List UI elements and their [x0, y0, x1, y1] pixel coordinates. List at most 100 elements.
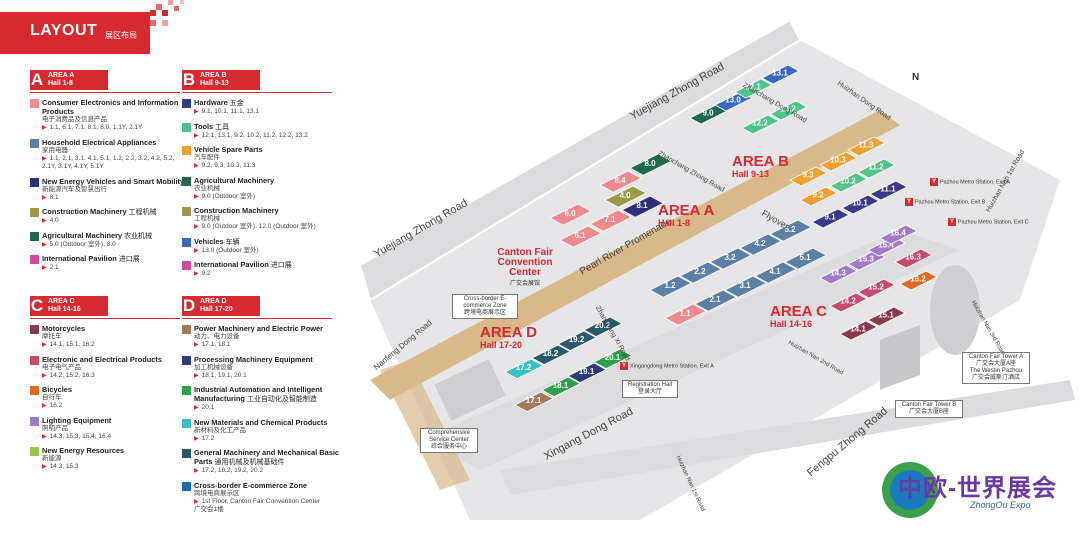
road-label: Nanfeng Dong Road — [372, 318, 434, 372]
hall-number: 12.2 — [752, 119, 768, 128]
hall-block — [604, 185, 648, 208]
legend-halls: ▶1st Floor, Canton Fair Convention Cente… — [194, 497, 321, 505]
color-swatch — [30, 325, 39, 334]
legend-category-cn: 跨境电商展示区 — [194, 489, 240, 497]
hall-number: 8.0 — [644, 159, 656, 168]
legend-halls: ▶14.1, 15.1, 16.2 — [42, 341, 95, 348]
legend-category-cn: 照明产品 — [42, 424, 68, 432]
color-swatch — [182, 418, 191, 428]
color-swatch — [182, 176, 191, 186]
hall-number: 18.1 — [553, 381, 569, 390]
hall-block — [799, 186, 838, 207]
legend-category: Processing Machinery Equipment — [194, 354, 313, 364]
legend-halls: ▶9.1, 10.1, 11.1, 13.1 — [194, 108, 259, 115]
hall-number: 1.2 — [664, 281, 676, 290]
legend-halls: ▶1.1, 6.1, 7.1, 8.1, 8.0, 1.1Y, 2.1Y — [42, 124, 143, 131]
legend-category-cn: 工程机械 — [194, 215, 220, 222]
road-label: Huizhan Nan 2nd Road — [787, 340, 845, 377]
hall-number: 10.2 — [840, 177, 856, 186]
hall-number: 1.1 — [679, 309, 691, 318]
page-subtitle: 展区布局 — [105, 31, 137, 40]
legend-halls: ▶9.0 (Outdoor 室外) — [194, 192, 256, 200]
color-swatch — [30, 177, 39, 187]
hall-number: 3.2 — [724, 253, 736, 262]
legend-category-cn: 家用电器 — [42, 146, 68, 154]
legend-halls: ▶9.0 (Outdoor 室外), 12.0 (Outdoor 室外) — [194, 223, 316, 230]
legend-halls: ▶14.2, 15.2, 16.3 — [42, 371, 95, 379]
legend-halls: ▶18.1, 19.1, 20.1 — [194, 371, 247, 379]
road-label: Huizhan Nan 1st Road — [674, 455, 706, 513]
hall-block — [694, 289, 738, 312]
hall-number: 9.1 — [824, 213, 836, 222]
legend-halls: ▶4.0 — [42, 217, 59, 224]
hall-number: 19.1 — [579, 367, 595, 376]
legend-halls: ▶20.1 — [194, 404, 215, 411]
legend-category: Motorcycles — [42, 324, 86, 333]
hall-number: 15.1 — [878, 311, 894, 320]
legend-category-cn: 新能源汽车及智慧出行 — [42, 185, 107, 193]
hall-block — [869, 180, 908, 201]
legend-category: Vehicle Spare Parts — [194, 145, 263, 154]
checker-decoration — [150, 0, 184, 26]
hall-number: 8.4 — [614, 176, 626, 185]
color-swatch — [30, 386, 39, 395]
color-swatch — [30, 208, 39, 217]
hall-number: 14.3 — [830, 269, 846, 278]
hall-block — [867, 236, 906, 257]
road-label: Zhanchang Zhong Road — [656, 150, 726, 194]
hall-block — [754, 261, 798, 284]
hall-number: 6.1 — [574, 231, 586, 240]
color-swatch — [182, 122, 191, 132]
area-letter: D — [182, 296, 196, 316]
legend-category-cn: 加工机械设备 — [194, 363, 233, 371]
legend-category-cn: 新材料及化工产品 — [194, 426, 246, 434]
legend-halls: ▶16.2 — [42, 402, 63, 409]
legend-category: Construction Machinery — [194, 206, 279, 215]
legend-category: New Energy Resources — [42, 446, 125, 455]
hall-number: 9.3 — [802, 171, 814, 180]
road-label: Yuejiang Zhong Road — [372, 197, 470, 261]
color-swatch — [30, 138, 39, 148]
legend-category: Electronic and Electrical Products — [42, 354, 162, 364]
hall-number: 11.1 — [880, 185, 896, 194]
hall-number: 4.1 — [769, 267, 781, 276]
legend-category: New Energy Vehicles and Smart Mobility — [42, 176, 185, 186]
color-swatch — [30, 99, 39, 108]
hall-block — [879, 224, 918, 245]
hall-number: 11.2 — [868, 163, 884, 172]
compass-icon: N — [912, 72, 920, 83]
legend-halls: ▶17.1, 18.1 — [194, 341, 231, 348]
color-swatch — [30, 447, 39, 456]
legend-category: Household Electrical Appliances — [42, 137, 157, 147]
hall-block — [829, 172, 868, 193]
legend-halls: ▶14.3, 15.3, 15.4, 16.4 — [42, 432, 112, 440]
legend-category: Power Machinery and Electric Power — [194, 324, 323, 333]
hall-number: 15.2 — [868, 283, 884, 292]
legend-category: Consumer Electronics and Information Pro… — [42, 98, 179, 116]
area-letter: A — [30, 70, 44, 90]
hall-block — [531, 344, 571, 366]
hall-block — [589, 209, 633, 232]
road-label: Zhanchang Xi Road — [593, 305, 631, 363]
legend-category: Bicycles — [42, 385, 72, 394]
